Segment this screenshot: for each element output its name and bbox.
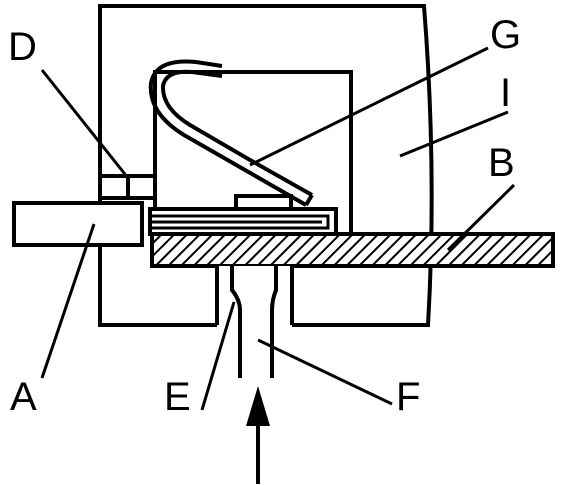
hook-g-end [304, 193, 314, 207]
label-f: F [396, 375, 420, 419]
label-e: E [164, 375, 191, 419]
label-i: I [500, 71, 511, 115]
arrow-head-icon [246, 386, 270, 426]
hook-g-inner [148, 59, 307, 207]
slot-d-block [126, 174, 157, 200]
leader-i [399, 110, 509, 158]
channel-inner-line-right [270, 266, 278, 378]
leader-f [257, 338, 393, 406]
connector-a [12, 201, 144, 247]
label-b: B [488, 141, 515, 185]
channel-outer-lines [215, 266, 294, 325]
leader-d [40, 69, 130, 179]
channel-inner-line-left [230, 266, 242, 378]
leader-e [200, 301, 236, 411]
leader-g [249, 46, 489, 167]
leader-a [40, 223, 96, 379]
leader-b [446, 183, 516, 252]
plate-b [150, 232, 555, 268]
label-d: D [8, 25, 37, 69]
hook-g-outer [160, 69, 313, 197]
heater-element-inner-lines [150, 214, 330, 230]
label-g: G [490, 13, 521, 57]
label-a: A [10, 375, 37, 419]
